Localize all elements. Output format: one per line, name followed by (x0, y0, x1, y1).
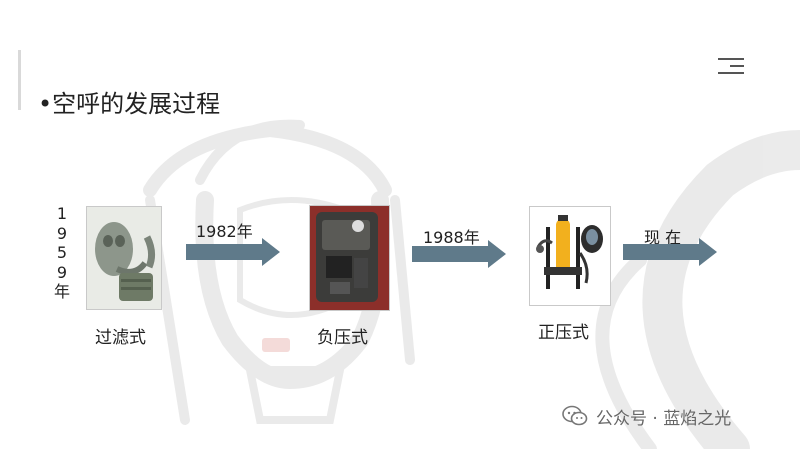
year-char: 9 (56, 262, 68, 282)
arrow-label-1988: 1988年 (423, 228, 480, 247)
year-char: 1 (56, 204, 68, 223)
watermark: 公众号 · 蓝焰之光 (562, 403, 731, 429)
year-1959-vertical: 1 9 5 9 年 (52, 204, 72, 302)
slide-title: •空呼的发展过程 (38, 90, 221, 118)
filter-gas-mask-icon (87, 207, 161, 309)
timeline-arrow-2 (412, 240, 506, 268)
timeline-arrow-3 (623, 238, 717, 266)
year-char: 9 (56, 223, 68, 243)
positive-pressure-scba-photo (529, 206, 611, 306)
stage-label-filter: 过滤式 (95, 328, 146, 348)
hamburger-menu-icon[interactable] (718, 56, 744, 76)
filter-gas-mask-photo (86, 206, 162, 310)
year-char: 5 (56, 243, 68, 263)
stage-label-negative-pressure: 负压式 (317, 328, 368, 348)
accent-bar (18, 50, 21, 110)
wechat-icon (562, 405, 588, 426)
positive-pressure-scba-icon (530, 207, 610, 305)
year-char: 年 (53, 282, 70, 302)
arrow-label-now: 现 在 (644, 228, 682, 247)
negative-pressure-respirator-photo (309, 205, 390, 311)
timeline-arrow-1 (186, 238, 280, 266)
watermark-text: 公众号 · 蓝焰之光 (596, 408, 732, 429)
arrow-label-1982: 1982年 (196, 222, 253, 241)
negative-pressure-respirator-icon (310, 206, 389, 310)
stage-label-positive-pressure: 正压式 (538, 323, 589, 343)
